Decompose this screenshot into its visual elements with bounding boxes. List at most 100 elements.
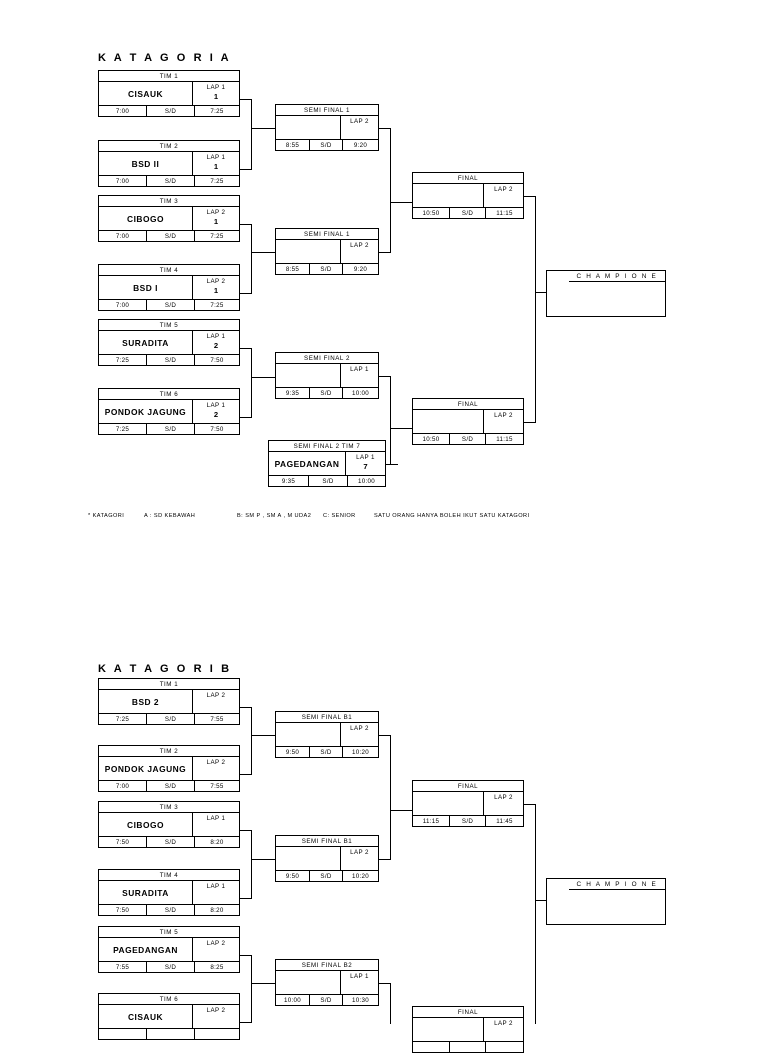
time-row: 9:35 S/D 10:00 [276, 388, 378, 399]
semifinal-name [276, 116, 340, 139]
bracket-connector [251, 955, 253, 1023]
lap-cell: LAP 2 [483, 184, 523, 207]
end-time: 8:20 [194, 905, 239, 916]
bracket-connector [251, 377, 275, 379]
lap-cell: LAP 2 1 [192, 207, 239, 230]
semifinal-box: SEMI FINAL 1 LAP 2 8:55 S/D 9:20 [275, 104, 379, 151]
end-time: 7:50 [194, 424, 239, 435]
bracket-connector [535, 196, 537, 423]
lap-label: LAP 2 [206, 209, 226, 216]
footnote-category-a: A : SD KEBAWAH [144, 513, 196, 519]
time-row [99, 1029, 239, 1040]
bracket-connector [251, 252, 275, 254]
sd-separator: S/D [308, 476, 347, 487]
lap-label: LAP 2 [206, 278, 226, 285]
bracket-connector [390, 376, 392, 465]
end-time: 10:20 [342, 747, 378, 758]
lap-cell: LAP 1 2 [192, 400, 239, 423]
start-time: 10:00 [284, 997, 301, 1004]
start-time: 7:25 [115, 426, 130, 433]
team-header: TIM 6 [99, 994, 239, 1005]
sd-separator: S/D [449, 434, 485, 445]
time-row [413, 1042, 523, 1053]
semifinal-header: SEMI FINAL 2 TIM 7 [269, 441, 385, 452]
footnote-rule: SATU ORANG HANYA BOLEH IKUT SATU KATAGOR… [374, 513, 530, 519]
start-time: 7:00 [115, 108, 130, 115]
lap-cell: LAP 2 [340, 116, 378, 139]
team-box: TIM 4 SURADITA LAP 1 7:50 S/D 8:20 [98, 869, 240, 916]
sd-separator: S/D [146, 424, 194, 435]
start-time [413, 1042, 449, 1053]
end-time: 7:50 [194, 355, 239, 366]
start-time: 7:00 [115, 302, 130, 309]
time-row: 7:55 S/D 8:25 [99, 962, 239, 973]
final-header: FINAL [413, 399, 523, 410]
lap-cell: LAP 2 [340, 723, 378, 746]
time-row: 7:50 S/D 8:20 [99, 837, 239, 848]
end-time: 8:20 [194, 837, 239, 848]
end-time: 11:15 [485, 208, 523, 219]
sd-separator: S/D [309, 264, 342, 275]
lap-label: LAP 2 [206, 940, 226, 947]
category-b-title: K A T A G O R I B [98, 663, 232, 675]
semifinal-box: SEMI FINAL B1 LAP 2 9:50 S/D 10:20 [275, 835, 379, 882]
semifinal-header: SEMI FINAL B2 [276, 960, 378, 971]
team-box: TIM 2 PONDOK JAGUNG LAP 2 7:00 S/D 7:55 [98, 745, 240, 792]
time-row: 8:55 S/D 9:20 [276, 140, 378, 151]
time-row: 7:00 S/D 7:25 [99, 231, 239, 242]
sd-separator [146, 1029, 194, 1040]
sd-separator: S/D [146, 176, 194, 187]
end-time: 11:15 [485, 434, 523, 445]
team-header: TIM 3 [99, 196, 239, 207]
lap-label: LAP 1 [206, 883, 226, 890]
lap-label: LAP 2 [494, 412, 513, 419]
semifinal-header: SEMI FINAL 1 [276, 105, 378, 116]
team-name: PONDOK JAGUNG [104, 763, 187, 774]
semifinal-header: SEMI FINAL 2 [276, 353, 378, 364]
bracket-connector [240, 955, 252, 957]
sd-separator: S/D [309, 871, 342, 882]
bracket-connector [535, 292, 547, 294]
team-name: PAGEDANGAN [113, 944, 178, 955]
team-header: TIM 5 [99, 927, 239, 938]
start-time: 9:50 [285, 873, 300, 880]
start-time: 7:00 [115, 783, 130, 790]
lap-number: 7 [363, 462, 368, 471]
bracket-connector [390, 735, 392, 860]
end-time: 10:00 [342, 388, 378, 399]
lap-label: LAP 1 [206, 84, 226, 91]
start-time [99, 1029, 146, 1040]
end-time: 9:20 [342, 140, 378, 151]
bracket-connector [240, 898, 252, 900]
time-row: 7:00 S/D 7:25 [99, 176, 239, 187]
team-box: TIM 6 CISAUK LAP 2 [98, 993, 240, 1040]
semifinal-name [276, 240, 340, 263]
semifinal-name [276, 364, 340, 387]
bracket-connector [251, 707, 253, 775]
lap-label: LAP 1 [356, 454, 375, 461]
sd-separator: S/D [309, 140, 342, 151]
lap-cell: LAP 1 7 [345, 452, 385, 475]
lap-label: LAP 1 [206, 815, 226, 822]
time-row: 7:50 S/D 8:20 [99, 905, 239, 916]
sd-separator [449, 1042, 485, 1053]
lap-cell: LAP 1 1 [192, 152, 239, 175]
semifinal-box: SEMI FINAL 1 LAP 2 8:55 S/D 9:20 [275, 228, 379, 275]
lap-label: LAP 1 [206, 154, 226, 161]
sd-separator: S/D [309, 995, 342, 1006]
lap-label: LAP 1 [350, 366, 369, 373]
final-box: FINAL LAP 2 10:50 S/D 11:15 [412, 172, 524, 219]
team-box: TIM 2 BSD II LAP 1 1 7:00 S/D 7:25 [98, 140, 240, 187]
team-name: CISAUK [127, 1011, 164, 1022]
team-box: TIM 4 BSD I LAP 2 1 7:00 S/D 7:25 [98, 264, 240, 311]
start-time: 9:35 [285, 390, 300, 397]
time-row: 10:00 S/D 10:30 [276, 995, 378, 1006]
team-header: TIM 2 [99, 141, 239, 152]
sd-separator: S/D [449, 208, 485, 219]
bracket-connector [524, 196, 536, 198]
time-row: 7:25 S/D 7:55 [99, 714, 239, 725]
lap-cell: LAP 2 [340, 240, 378, 263]
end-time: 7:25 [194, 106, 239, 117]
end-time: 7:25 [194, 300, 239, 311]
bracket-connector [386, 464, 398, 466]
